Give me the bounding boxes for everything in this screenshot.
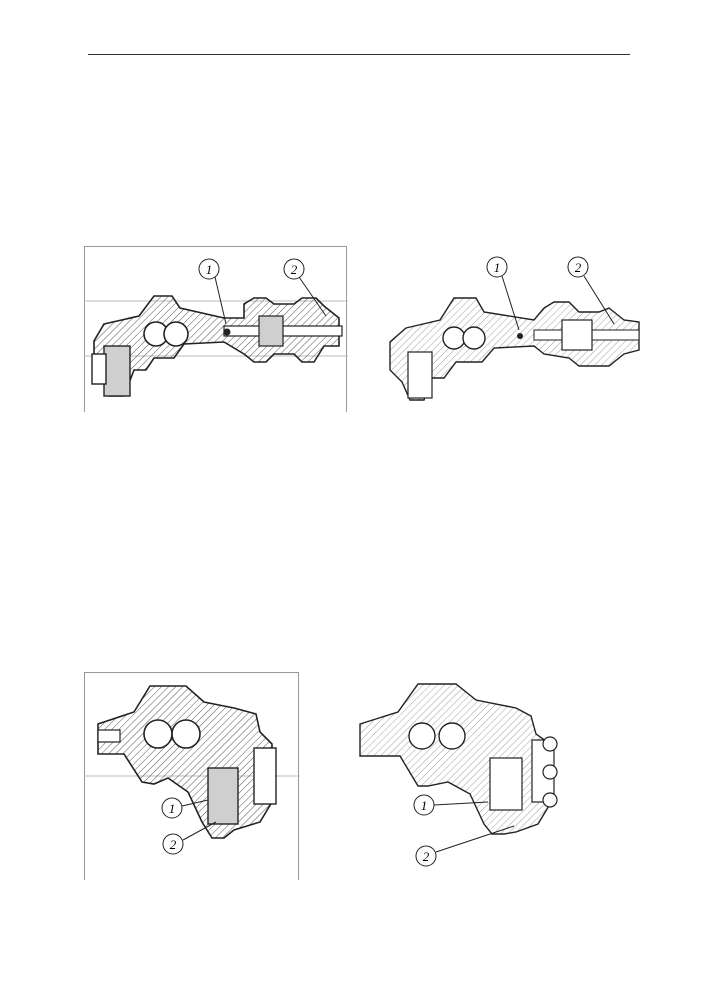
- callout-1-label: 1: [494, 260, 501, 275]
- hub-cross-section-drawing: 1 2: [84, 672, 300, 880]
- figure-top-right: 1 2: [384, 250, 642, 410]
- callout-2-label: 2: [291, 262, 298, 277]
- axle-line-drawing: 1 2: [389, 256, 640, 401]
- callout-2-label: 2: [575, 260, 582, 275]
- callout-1-label: 1: [421, 798, 428, 813]
- callout-1: 1: [486, 256, 520, 331]
- callout-1: 1: [161, 797, 209, 819]
- figure-bottom-left: 1 2: [84, 672, 300, 880]
- callout-1: 1: [198, 258, 227, 325]
- callout-2-label: 2: [423, 849, 430, 864]
- header-rule: [88, 54, 630, 55]
- callout-2: 2: [283, 258, 327, 317]
- callout-2-label: 2: [170, 837, 177, 852]
- figure-bottom-right: 1 2: [356, 674, 578, 870]
- callout-1: 1: [413, 794, 489, 816]
- callout-1-label: 1: [206, 262, 213, 277]
- hub-line-drawing: 1 2: [359, 683, 558, 867]
- callout-2: 2: [162, 821, 217, 855]
- axle-cross-section-drawing: 1 2: [84, 246, 348, 412]
- callout-1-label: 1: [169, 801, 176, 816]
- callout-2: 2: [415, 825, 515, 867]
- callout-2: 2: [567, 256, 615, 325]
- figure-top-left: 1 2: [84, 246, 348, 412]
